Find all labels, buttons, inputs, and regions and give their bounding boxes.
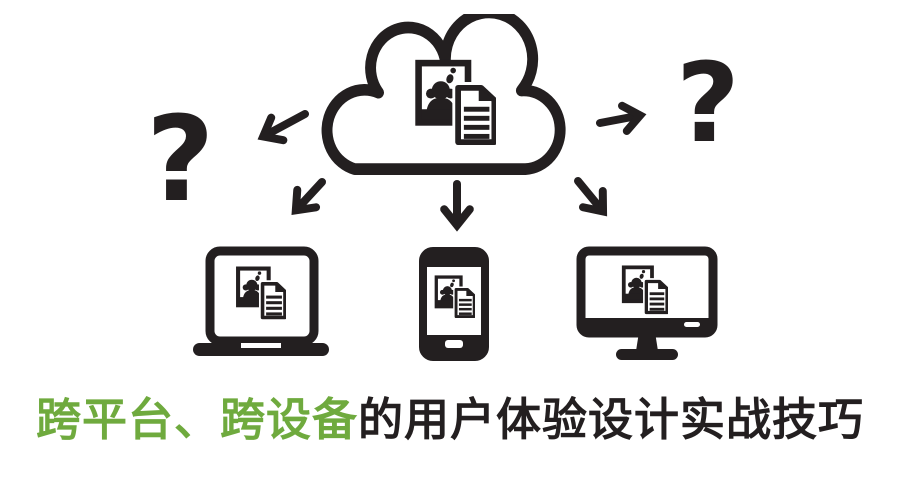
monitor-stand-neck [636, 332, 658, 351]
arrow-right-icon [596, 101, 647, 135]
caption-highlight: 跨平台、跨设备 [35, 394, 358, 445]
laptop-icon [193, 246, 329, 356]
arrow-lower-right-icon [574, 177, 608, 217]
monitor-stand-base [616, 349, 678, 360]
question-mark-left: ? [146, 90, 215, 228]
question-mark-right: ? [676, 39, 740, 167]
monitor-bottom-bezel [585, 318, 709, 330]
arrow-upper-left-icon [257, 110, 309, 145]
smartphone-home-button [445, 340, 463, 348]
monitor-power-light [684, 322, 700, 327]
arrow-lower-left-icon [291, 178, 326, 216]
photo-document-icon [412, 56, 496, 146]
laptop-base [193, 343, 329, 356]
smartphone-top-bezel [427, 255, 481, 267]
caption: 跨平台、跨设备的用户体验设计实战技巧 [0, 383, 900, 448]
laptop-base-notch [241, 343, 281, 348]
monitor-icon [576, 246, 718, 360]
caption-rest: 的用户体验设计实战技巧 [358, 394, 865, 445]
smartphone-icon [419, 247, 489, 361]
